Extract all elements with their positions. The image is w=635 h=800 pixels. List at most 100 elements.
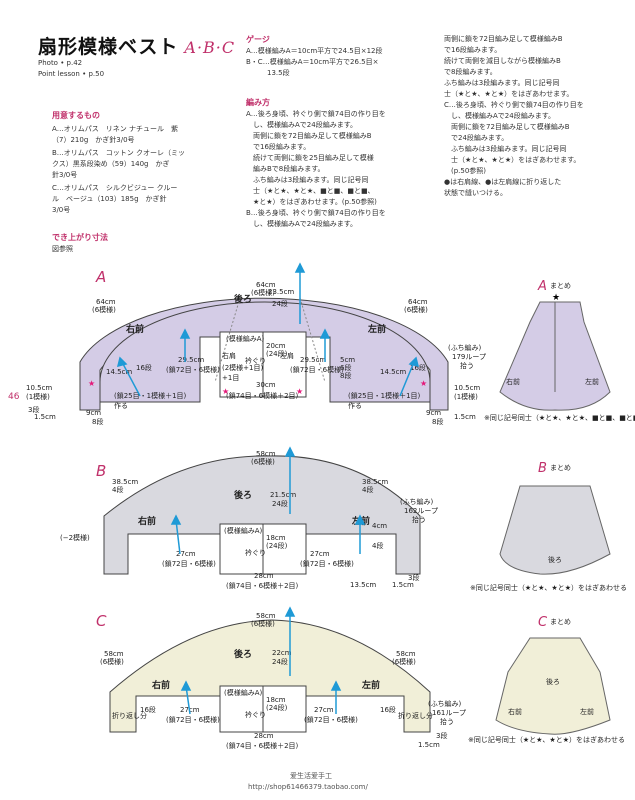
b-back-rows: 24段 bbox=[272, 499, 288, 508]
c-inner-note: (鎖72目・6模様) bbox=[166, 715, 220, 724]
c-side-width-r: 58cm bbox=[396, 650, 416, 658]
c-rows16-r: 16段 bbox=[380, 705, 396, 714]
diagram-c-letter: C bbox=[96, 612, 107, 630]
a-pick: 拾う bbox=[460, 361, 474, 370]
a-edge-len-r: 10.5cm bbox=[454, 384, 480, 392]
a-inner-w: 29.5cm bbox=[178, 356, 204, 364]
a-side-h-rows: 16段 bbox=[136, 363, 152, 372]
c-rows16: 16段 bbox=[140, 705, 156, 714]
b-finish-letter: B bbox=[538, 461, 547, 476]
c-back-height: 22cm bbox=[272, 649, 292, 657]
diagram-a-body bbox=[99, 301, 431, 403]
a-side-rows-r: (6模様) bbox=[404, 305, 428, 314]
c-loops: 161ループ bbox=[432, 709, 466, 717]
c-trim-rows: 3段 bbox=[436, 731, 447, 740]
c-finish-back: 後ろ bbox=[546, 677, 560, 686]
page-title: 扇形模様ベスト A·B·C bbox=[38, 32, 235, 59]
c-back-rows: 24段 bbox=[272, 657, 288, 666]
diagram-b-body bbox=[103, 455, 421, 575]
b-side-rows-2: 4段 bbox=[372, 541, 383, 550]
a-left-front: 左前 bbox=[367, 323, 386, 335]
a-plus1: +1目 bbox=[222, 374, 239, 382]
gauge-heading: ゲージ bbox=[246, 35, 270, 44]
a-loops: 179ループ bbox=[452, 353, 486, 361]
title-variants: A·B·C bbox=[184, 38, 236, 57]
b-trim-rows: 3段 bbox=[408, 573, 419, 582]
diagram-b-letter: B bbox=[96, 462, 106, 480]
c-inner-note-r: (鎖72目・6模様) bbox=[304, 715, 358, 724]
c-inner-w-r: 27cm bbox=[314, 706, 334, 714]
a-bottom-len: 9cm bbox=[86, 409, 101, 417]
a-right-shoulder: 右肩 bbox=[222, 351, 236, 360]
a-edge-make-r: 作る bbox=[348, 401, 362, 410]
c-back-label: 後ろ bbox=[234, 648, 252, 660]
c-left-front: 左前 bbox=[361, 679, 380, 691]
b-trim-h: 1.5cm bbox=[392, 581, 414, 589]
a-finish-left: 左前 bbox=[585, 377, 599, 386]
method-heading: 編み方 bbox=[246, 98, 270, 107]
material-c: C…オリムパス シルクビジュー クルー ル ベージュ（103）185g かぎ針 … bbox=[52, 184, 178, 214]
finished-value: 図参照 bbox=[52, 245, 73, 253]
b-arrows bbox=[170, 446, 366, 555]
b-back-height: 21.5cm bbox=[270, 491, 296, 499]
footer-line2[interactable]: http://shop61466379.taobao.com/ bbox=[248, 783, 368, 791]
a-trim-h: 1.5cm bbox=[34, 413, 56, 421]
lesson-ref: Point lesson • p.50 bbox=[38, 70, 105, 78]
b-side-width: 38.5cm bbox=[112, 478, 138, 486]
svg-text:★: ★ bbox=[88, 379, 95, 388]
b-inner-note-r: (鎖72目・6模様) bbox=[300, 559, 354, 568]
c-side-rows: (6模様) bbox=[100, 657, 124, 666]
a-rows8-r: 8段 bbox=[432, 417, 443, 426]
title-text: 扇形模様ベスト bbox=[38, 36, 179, 58]
a-top-rows: (6模様) bbox=[251, 288, 275, 297]
page-number: 46 bbox=[8, 392, 20, 402]
c-chain-center-note: (鎖74目・6模様＋2目) bbox=[226, 741, 299, 750]
c-right-front: 右前 bbox=[151, 679, 170, 691]
finished-heading: でき上がり寸法 bbox=[52, 233, 108, 242]
b-side-h: 4cm bbox=[372, 522, 387, 530]
a-fuchi: (ふち編み) bbox=[448, 343, 482, 352]
b-right-front: 右前 bbox=[137, 515, 156, 527]
a-finish-letter: A bbox=[537, 279, 547, 294]
b-back-label: 後ろ bbox=[234, 489, 252, 501]
gauge-text: A…模様編みA＝10cm平方で24.5目×12段 B・C…模様編みA＝10cm平… bbox=[246, 47, 383, 77]
diagram-b: B 58cm (6模様) 38.5cm 4段 38.5cm 4段 後ろ 21.5… bbox=[60, 446, 627, 592]
c-finish-title: まとめ bbox=[550, 618, 571, 626]
a-inner-note-r: (鎖72目・6模様) bbox=[290, 365, 344, 374]
footer-line1: 爱生活爱手工 bbox=[290, 772, 332, 780]
diagram-c-body bbox=[109, 619, 431, 733]
c-finish-shape bbox=[495, 637, 611, 735]
a-side-width: 64cm bbox=[96, 298, 116, 306]
b-bottom-w: 13.5cm bbox=[350, 581, 376, 589]
c-trim-h: 1.5cm bbox=[418, 741, 440, 749]
a-side-h-r: 14.5cm bbox=[380, 368, 406, 376]
c-finish-left: 左前 bbox=[580, 707, 594, 716]
b-collar: 衿ぐり bbox=[245, 548, 266, 557]
a-inner-note: (鎖72目・6模様) bbox=[166, 365, 220, 374]
method-col1: A…後ろ身頃、衿ぐり側で鎖74目の作り目を し、模様編みAで24段編みます。 両… bbox=[246, 110, 386, 228]
b-finish-note: ※同じ記号同士（★と★、★と★）をはぎあわせる bbox=[470, 583, 627, 592]
a-side-rows: (6模様) bbox=[92, 305, 116, 314]
a-mid-8: 8段 bbox=[340, 371, 351, 380]
c-pattern-a: (模様編みA) bbox=[224, 688, 263, 697]
c-pick: 拾う bbox=[440, 717, 454, 726]
a-left-shoulder: 左肩 bbox=[280, 351, 294, 360]
c-side-width: 58cm bbox=[104, 650, 124, 658]
c-center-rows: (24段) bbox=[266, 703, 288, 712]
b-top-width: 58cm bbox=[256, 450, 276, 458]
a-rows8: 8段 bbox=[92, 417, 103, 426]
b-finish-back: 後ろ bbox=[548, 555, 562, 564]
a-edge-len-rows: (1模様) bbox=[26, 392, 50, 401]
a-mid-6: 6段 bbox=[340, 363, 351, 372]
a-center-rows: (24段) bbox=[266, 349, 288, 358]
c-top-rows: (6模様) bbox=[251, 619, 275, 628]
a-top-width: 64cm bbox=[256, 281, 276, 289]
c-finish-letter: C bbox=[538, 615, 548, 630]
b-center-h: 18cm bbox=[266, 534, 286, 542]
b-pattern-a: (模様編みA) bbox=[224, 526, 263, 535]
material-a: A…オリムパス リネン ナチュール 紫 （7）210g かぎ針3/0号 bbox=[52, 125, 179, 144]
c-fold-r: 折り返し分 bbox=[398, 711, 433, 720]
materials-heading: 用意するもの bbox=[52, 111, 100, 120]
a-chain-center-note: (鎖74目・6模様＋2目) bbox=[226, 391, 299, 400]
c-fuchi: (ふち編み) bbox=[428, 699, 462, 708]
